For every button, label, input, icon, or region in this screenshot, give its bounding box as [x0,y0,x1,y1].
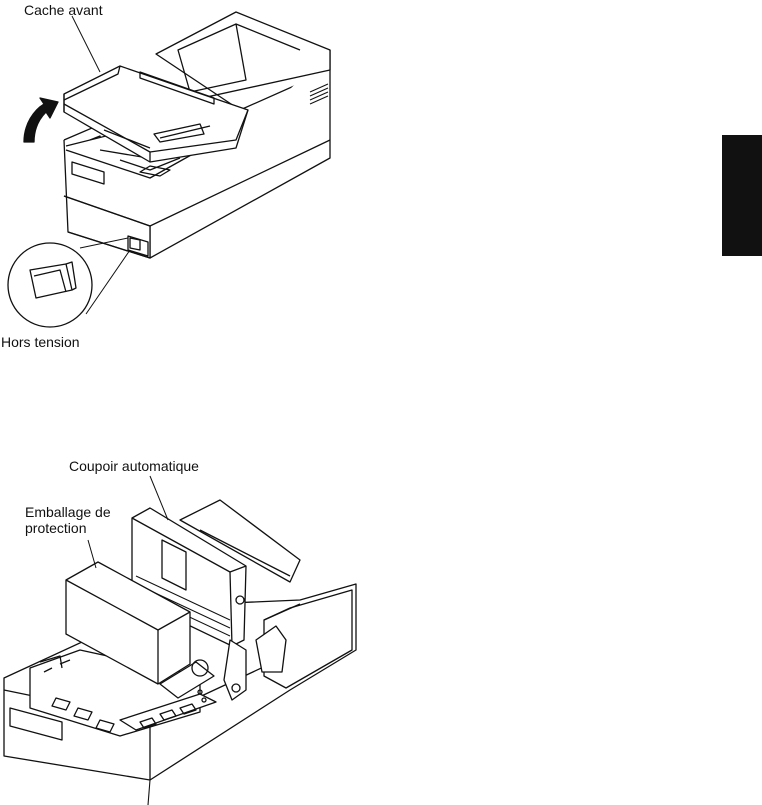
protective-packing-label: Emballage de protection [25,504,111,536]
front-cover-label: Cache avant [24,2,103,18]
power-off-label: Hors tension [1,334,80,350]
section-thumb-tab [722,135,762,256]
auto-cutter-label: Coupoir automatique [69,458,199,474]
